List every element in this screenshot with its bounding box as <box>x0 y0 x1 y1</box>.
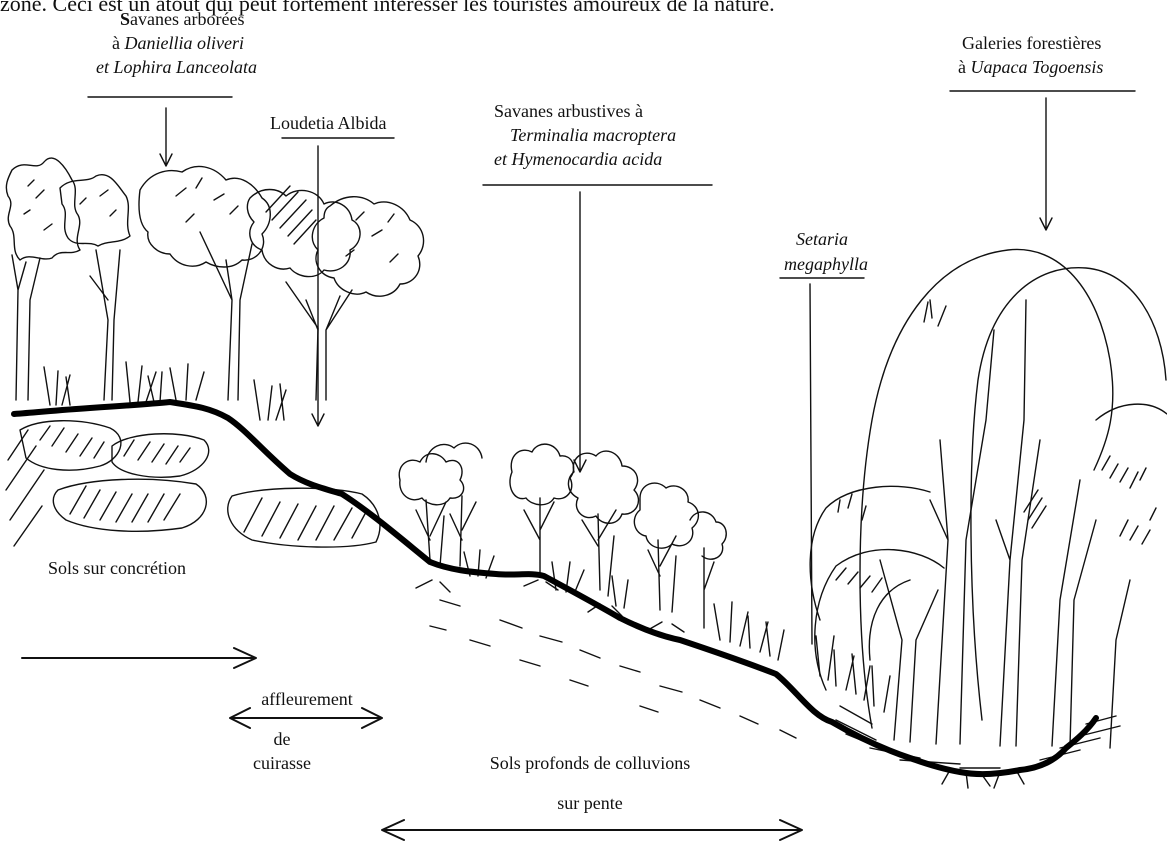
shrubs-center <box>399 443 784 660</box>
label-savanes-arborees-l2: à Daniellia oliveri <box>112 32 244 54</box>
laterite-blocks <box>6 421 380 547</box>
gallery-forest <box>810 249 1167 788</box>
label-savanes-arbustives-l2: Terminalia macroptera <box>510 124 676 146</box>
tree-trunks-left <box>12 232 352 400</box>
arrow-down-icon <box>312 146 324 426</box>
label-savanes-arborees-l1: Savanes arborées <box>120 8 244 30</box>
label-setaria-l1: Setaria <box>796 228 848 250</box>
arrow-down-icon <box>160 108 172 166</box>
label-savanes-arborees-l3: et Lophira Lanceolata <box>96 56 257 78</box>
label-sols-profonds-l2: sur pente <box>440 792 740 814</box>
label-galeries-l2: à Uapaca Togoensis <box>958 56 1103 78</box>
arrow-down-icon <box>1040 98 1052 230</box>
label-savanes-arbustives-l3: et Hymenocardia acida <box>494 148 662 170</box>
label-savanes-arbustives-l1: Savanes arbustives à <box>494 100 643 122</box>
double-arrow-icon <box>382 820 802 840</box>
label-sols-concretion: Sols sur concrétion <box>48 557 186 579</box>
tree-canopies-left <box>6 158 423 296</box>
double-arrow-icon <box>230 708 382 728</box>
arrow-right-icon <box>22 648 256 668</box>
arrow-down-icon <box>574 192 586 472</box>
label-setaria-l2: megaphylla <box>784 253 868 275</box>
label-affleurement-l3: cuirasse <box>232 752 332 774</box>
label-loudetia: Loudetia Albida <box>270 112 386 134</box>
label-affleurement-l2: de <box>232 728 332 750</box>
label-affleurement-l1: affleurement <box>232 688 382 710</box>
label-sols-profonds-l1: Sols profonds de colluvions <box>440 752 740 774</box>
label-galeries-l1: Galeries forestières <box>962 32 1101 54</box>
colluvium-dashes <box>430 600 796 738</box>
